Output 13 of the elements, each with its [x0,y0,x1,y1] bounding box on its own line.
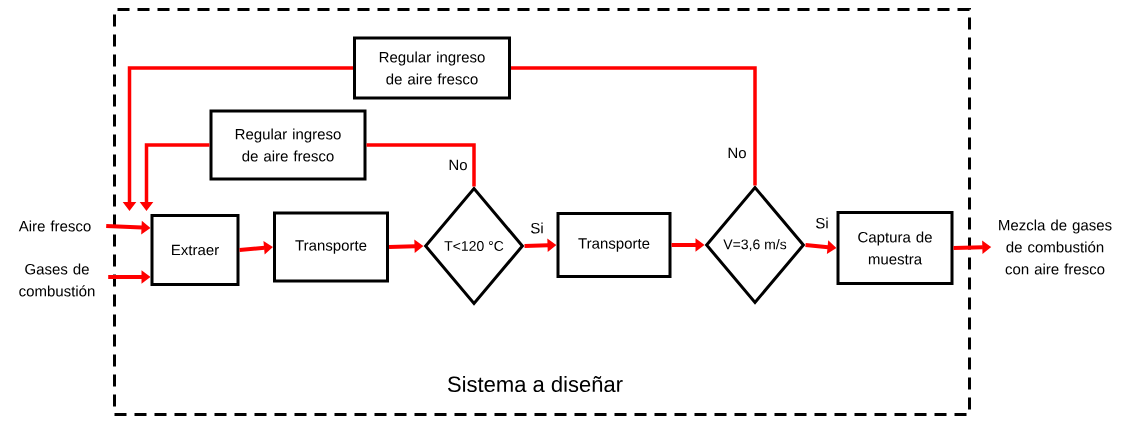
process-box: Captura de muestra [836,211,954,285]
input-label: Aire fresco [18,220,91,232]
process-box: Regular ingreso de aire fresco [353,36,511,100]
edge-label: Si [816,217,828,229]
input-label: Gases de combustión [19,263,95,297]
process-box: Extraer [150,214,240,286]
edge-label: Si [531,222,543,234]
process-box: Transporte [556,212,672,278]
process-box: Transporte [273,211,389,283]
edge-label: No [449,159,467,171]
output-label: Mezcla de gases de combustión con aire fresco [999,219,1112,275]
edge-label: No [728,147,746,159]
process-box: Regular ingreso de aire fresco [209,109,367,181]
